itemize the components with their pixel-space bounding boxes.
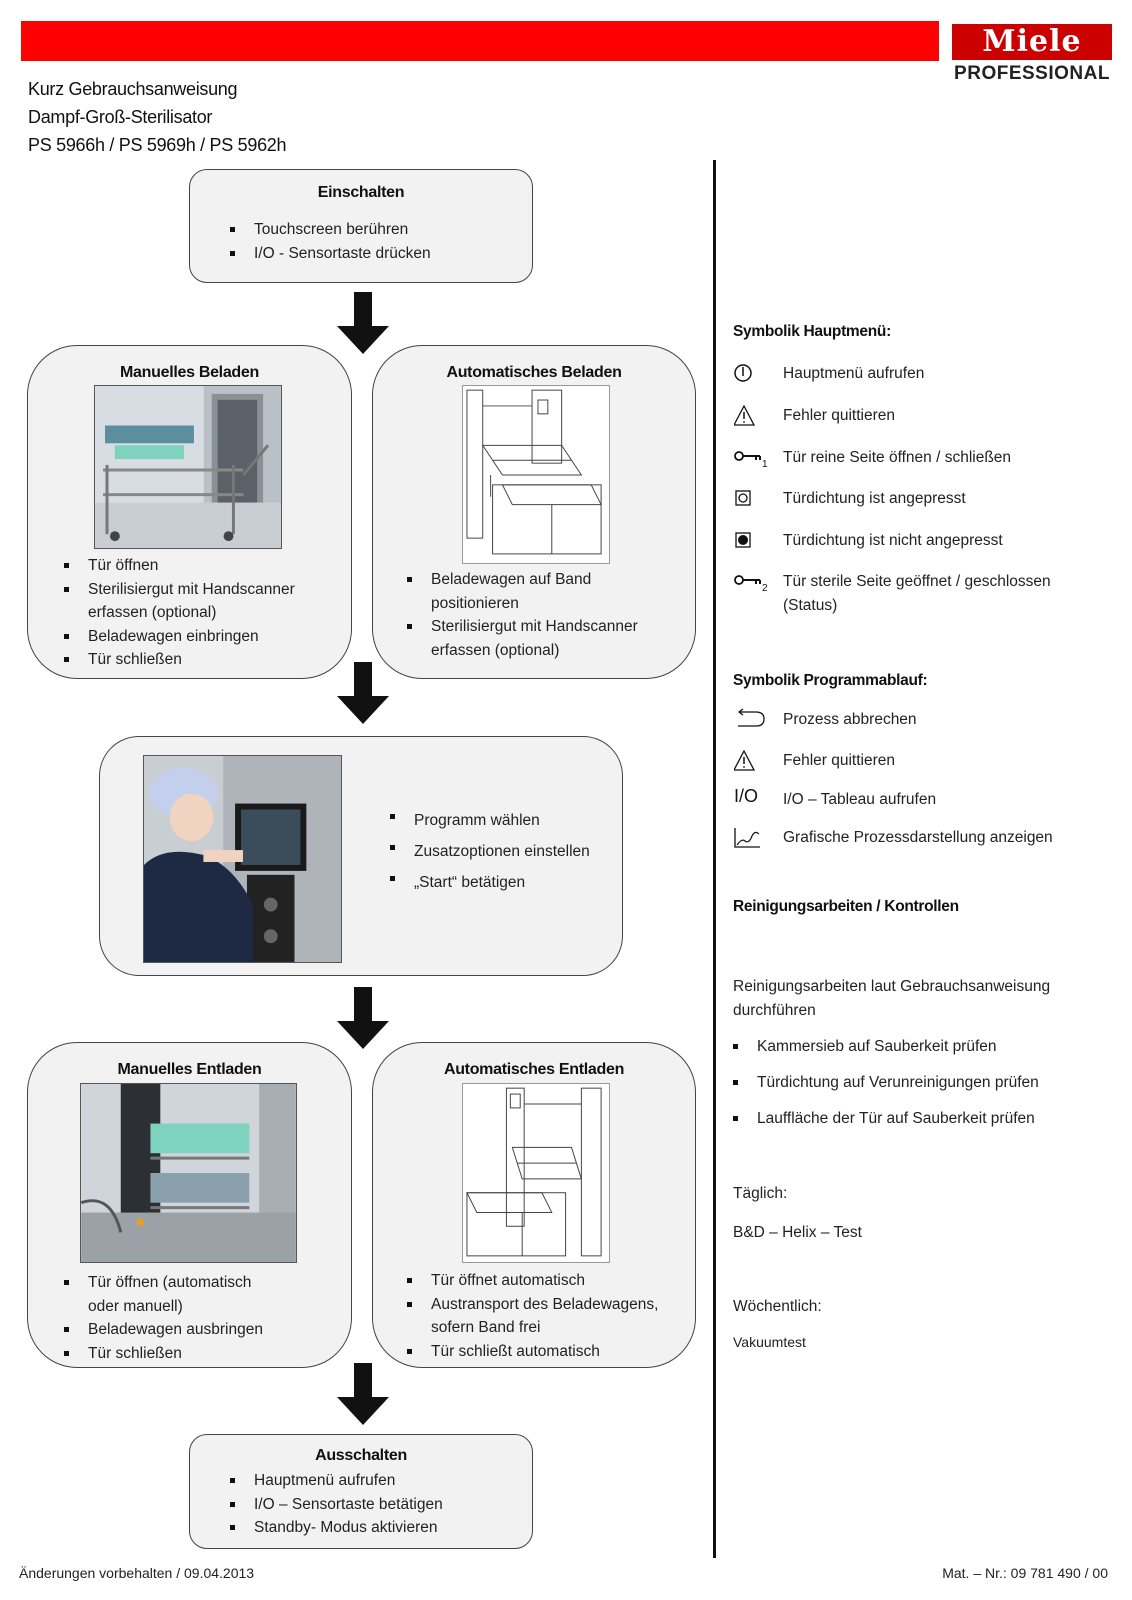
symbol-text: Hauptmenü aufrufen [783, 365, 925, 382]
down-arrow-icon [337, 292, 389, 354]
symbol-text: Türdichtung ist angepresst [783, 490, 966, 507]
manuelles-entladen-title: Manuelles Entladen [117, 1061, 262, 1078]
automatic-unloading-drawing [462, 1083, 610, 1263]
hauptmenu-symbols-heading: Symbolik Hauptmenü: [733, 323, 891, 340]
power-circle-icon [734, 364, 752, 382]
list-item: Tür schließen [64, 1342, 274, 1366]
list-item: Standby- Modus aktivieren [230, 1516, 443, 1540]
list-item: Tür öffnet automatisch [407, 1269, 687, 1293]
einschalten-list: Touchscreen berühren I/O - Sensortaste d… [230, 218, 431, 265]
list-item: Türdichtung auf Verunreinigungen prüfen [733, 1072, 1113, 1108]
footer-right: Mat. – Nr.: 09 781 490 / 00 [942, 1565, 1108, 1581]
automatic-loading-drawing [462, 385, 610, 564]
graph-icon [734, 828, 760, 848]
seal-not-pressed-icon [735, 532, 751, 548]
key-2-icon: 2 [734, 575, 768, 593]
list-item: „Start“ betätigen [390, 867, 590, 898]
symbol-text: Fehler quittieren [783, 752, 896, 769]
list-item: Touchscreen berühren [230, 218, 431, 242]
key-1-subscript: 1 [762, 459, 768, 469]
miele-logo-professional: PROFESSIONAL [954, 63, 1110, 84]
einschalten-box: Einschalten Touchscreen berühren I/O - S… [189, 169, 533, 283]
manual-loading-photo [94, 385, 282, 549]
list-item: Programm wählen [390, 805, 590, 836]
manuelles-entladen-list: Tür öffnen (automatisch oder manuell) Be… [64, 1271, 274, 1365]
taeglich-label: Täglich: [733, 1185, 788, 1202]
symbol-text: Tür sterile Seite geöffnet / geschlossen… [783, 573, 1051, 614]
woechentlich-label: Wöchentlich: [733, 1298, 822, 1315]
ausschalten-box: Ausschalten Hauptmenü aufrufen I/O – Sen… [189, 1434, 533, 1549]
symbol-text: Fehler quittieren [783, 407, 896, 424]
taeglich-value: B&D – Helix – Test [733, 1224, 862, 1241]
list-item: Lauffläche der Tür auf Sauberkeit prüfen [733, 1108, 1113, 1144]
reinigung-heading: Reinigungsarbeiten / Kontrollen [733, 898, 959, 915]
symbol-text: I/O – Tableau aufrufen [783, 791, 937, 808]
woechentlich-value: Vakuumtest [733, 1334, 806, 1350]
reinigung-intro: Reinigungsarbeiten laut Gebrauchsanweisu… [733, 978, 1051, 1019]
seal-pressed-icon [735, 490, 751, 506]
footer-left: Änderungen vorbehalten / 09.04.2013 [19, 1565, 255, 1581]
automatisches-entladen-list: Tür öffnet automatisch Austransport des … [407, 1269, 687, 1363]
list-item: Beladewagen auf Band positionieren [407, 568, 677, 615]
symbol-text: Tür reine Seite öffnen / schließen [783, 449, 1012, 466]
list-item: Sterilisiergut mit Handscanner erfassen … [64, 578, 334, 625]
list-item: Tür öffnen (automatisch oder manuell) [64, 1271, 274, 1318]
symbol-text: Prozess abbrechen [783, 711, 917, 728]
down-arrow-icon [337, 987, 389, 1049]
key-2-subscript: 2 [762, 583, 768, 593]
io-text-icon: I/O [734, 786, 759, 806]
list-item: I/O – Sensortaste betätigen [230, 1493, 443, 1517]
operator-touchscreen-photo [143, 755, 342, 963]
red-header-bar [21, 21, 939, 61]
document-title: Kurz Gebrauchsanweisung [28, 79, 238, 99]
automatisches-beladen-title: Automatisches Beladen [446, 364, 622, 381]
list-item: Tür öffnen [64, 554, 334, 578]
vertical-divider [713, 160, 716, 1558]
document-subtitle: Dampf-Groß-Sterilisator [28, 107, 213, 127]
down-arrow-icon [337, 1363, 389, 1425]
manuelles-beladen-list: Tür öffnen Sterilisiergut mit Handscanne… [64, 554, 334, 672]
symbol-text: Türdichtung ist nicht angepresst [783, 532, 1003, 549]
list-item: Sterilisiergut mit Handscanner erfassen … [407, 615, 677, 662]
key-1-icon: 1 [734, 451, 768, 469]
list-item: I/O - Sensortaste drücken [230, 242, 431, 266]
list-item: Zusatzoptionen einstellen [390, 836, 590, 867]
list-item: Austransport des Beladewagens, sofern Ba… [407, 1293, 687, 1340]
ausschalten-title: Ausschalten [315, 1447, 407, 1464]
list-item: Kammersieb auf Sauberkeit prüfen [733, 1036, 1113, 1072]
reinigung-list: Kammersieb auf Sauberkeit prüfen Türdich… [733, 1036, 1113, 1144]
warning-triangle-icon [734, 749, 756, 771]
return-arrow-icon [737, 708, 765, 727]
automatisches-beladen-list: Beladewagen auf Band positionieren Steri… [407, 568, 677, 662]
automatisches-entladen-title: Automatisches Entladen [443, 1061, 625, 1078]
einschalten-title: Einschalten [317, 184, 405, 201]
list-item: Beladewagen ausbringen [64, 1318, 274, 1342]
list-item: Tür schließt automatisch [407, 1340, 687, 1364]
warning-triangle-icon [734, 404, 756, 426]
programm-symbols-heading: Symbolik Programmablauf: [733, 672, 928, 689]
manuelles-beladen-title: Manuelles Beladen [120, 364, 259, 381]
programm-list: Programm wählen Zusatzoptionen einstelle… [390, 805, 590, 898]
list-item: Hauptmenü aufrufen [230, 1469, 443, 1493]
symbol-text: Grafische Prozessdarstellung anzeigen [783, 829, 1053, 846]
ausschalten-list: Hauptmenü aufrufen I/O – Sensortaste bet… [230, 1469, 443, 1540]
list-item: Beladewagen einbringen [64, 625, 334, 649]
model-numbers: PS 5966h / PS 5969h / PS 5962h [28, 135, 287, 155]
manual-unloading-photo [80, 1083, 297, 1263]
list-item: Tür schließen [64, 648, 334, 672]
miele-logo: Miele [952, 24, 1112, 60]
down-arrow-icon [337, 662, 389, 724]
